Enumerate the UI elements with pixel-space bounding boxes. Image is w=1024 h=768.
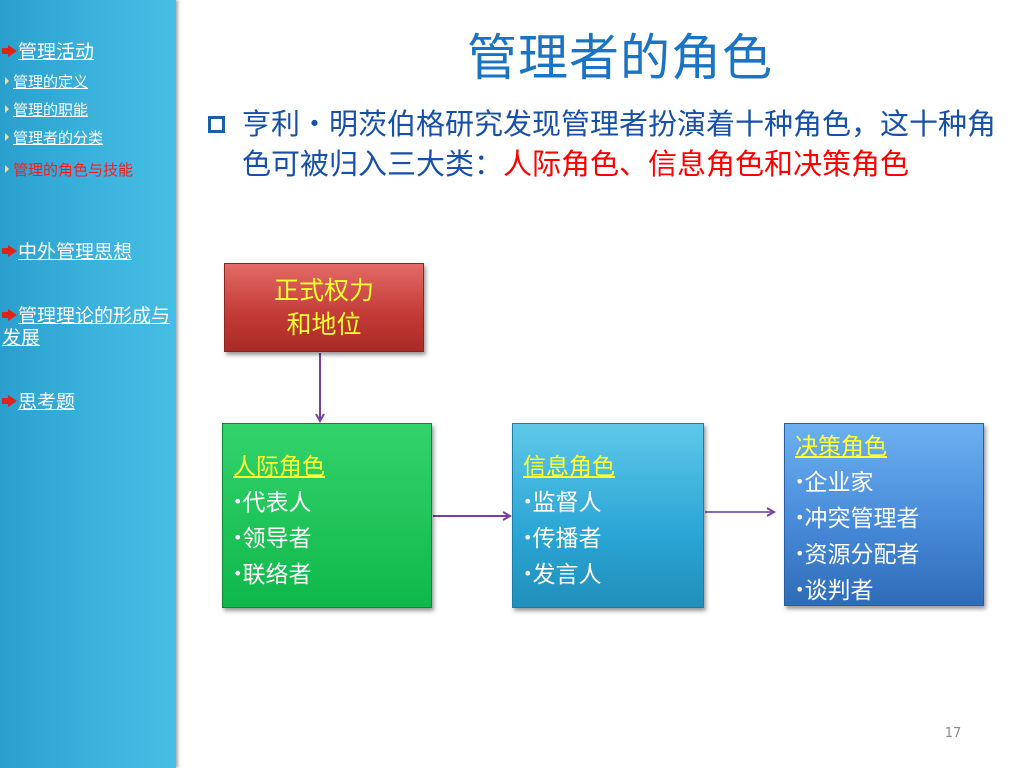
decisional-roles-box: 决策角色 企业家 冲突管理者 资源分配者 谈判者 (784, 423, 984, 606)
role-item: 资源分配者 (795, 538, 983, 574)
decisional-roles-title: 决策角色 (795, 434, 887, 460)
square-bullet-icon (208, 116, 225, 133)
nav-item-label: 管理者的分类 (13, 129, 104, 147)
red-arrow-icon (2, 44, 17, 57)
interpersonal-roles-box: 人际角色 代表人 领导者 联络者 (222, 423, 432, 608)
triangle-bullet-icon (5, 132, 9, 141)
page-number: 17 (944, 726, 962, 741)
triangle-bullet-icon (5, 104, 9, 113)
authority-line1: 正式权力 (273, 276, 374, 305)
role-item: 企业家 (795, 466, 983, 502)
red-arrow-icon (2, 308, 17, 321)
informational-roles-box: 信息角色 监督人 传播者 发言人 (512, 423, 704, 608)
role-item: 谈判者 (795, 574, 983, 610)
nav-item-questions[interactable]: 思考题 (2, 391, 75, 413)
nav-item-manager-types[interactable]: 管理者的分类 (2, 127, 103, 149)
role-item: 传播者 (523, 522, 703, 558)
informational-roles-title: 信息角色 (523, 454, 615, 480)
authority-box: 正式权力 和地位 (224, 263, 424, 352)
triangle-bullet-icon (5, 76, 9, 85)
intro-highlight: 人际角色、信息角色和决策角色 (503, 147, 910, 181)
nav-item-management-theory[interactable]: 管理理论的形成与发展 (2, 305, 170, 349)
role-item: 联络者 (233, 558, 431, 594)
nav-item-label: 中外管理思想 (18, 241, 133, 263)
nav-item-label: 管理的定义 (13, 73, 89, 91)
role-item: 领导者 (233, 522, 431, 558)
interpersonal-roles-title: 人际角色 (233, 454, 325, 480)
role-item: 监督人 (523, 486, 703, 522)
nav-item-label: 管理的角色与技能 (13, 161, 134, 179)
nav-item-management-thought[interactable]: 中外管理思想 (2, 241, 132, 263)
sidebar-nav: 管理活动 管理的定义 管理的职能 管理者的分类 管理的角色与技能 中外管理思想 … (0, 0, 176, 768)
nav-item-label: 思考题 (18, 391, 76, 413)
nav-item-label: 管理活动 (18, 41, 95, 63)
triangle-bullet-icon (5, 164, 9, 173)
red-arrow-icon (2, 394, 17, 407)
intro-text: 亨利・明茨伯格研究发现管理者扮演着十种角色，这十种角色可被归入三大类： (242, 107, 997, 181)
nav-item-label: 管理的职能 (13, 101, 89, 119)
nav-item-definition[interactable]: 管理的定义 (2, 71, 88, 93)
nav-item-roles-skills[interactable]: 管理的角色与技能 (2, 159, 170, 181)
role-item: 冲突管理者 (795, 502, 983, 538)
page-title: 管理者的角色 (467, 29, 773, 87)
role-item: 发言人 (523, 558, 703, 594)
role-item: 代表人 (233, 486, 431, 522)
red-arrow-icon (2, 244, 17, 257)
intro-paragraph: 亨利・明茨伯格研究发现管理者扮演着十种角色，这十种角色可被归入三大类：人际角色、… (242, 104, 1012, 184)
nav-item-functions[interactable]: 管理的职能 (2, 99, 88, 121)
authority-line2: 和地位 (286, 310, 362, 339)
nav-item-management-activities[interactable]: 管理活动 (2, 41, 94, 63)
nav-item-label: 管理理论的形成与发展 (2, 305, 171, 349)
